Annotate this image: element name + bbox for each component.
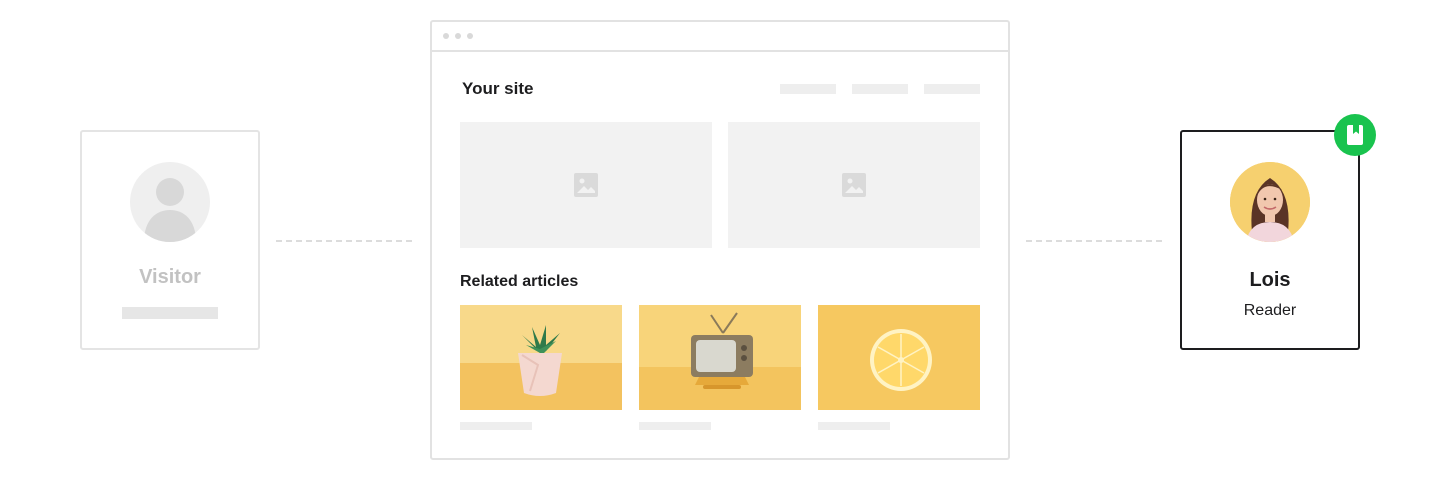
reader-avatar bbox=[1230, 162, 1310, 242]
hero-image-placeholder[interactable] bbox=[728, 122, 980, 248]
window-dot bbox=[455, 33, 461, 39]
site-title: Your site bbox=[462, 79, 534, 98]
subscriber-badge bbox=[1334, 114, 1376, 156]
nav-item-placeholder[interactable] bbox=[852, 84, 908, 94]
browser-title-bar bbox=[432, 22, 1008, 52]
woman-portrait-icon bbox=[1230, 162, 1310, 242]
related-articles-heading: Related articles bbox=[460, 273, 579, 290]
article-thumbnail-plant[interactable] bbox=[460, 305, 622, 410]
visitor-role-placeholder bbox=[122, 307, 218, 319]
reader-name: Lois bbox=[1249, 269, 1291, 291]
succulent-plant-icon bbox=[460, 305, 622, 410]
browser-window: Your site Related articles bbox=[430, 20, 1010, 460]
image-icon bbox=[574, 173, 598, 197]
visitor-card: Visitor bbox=[80, 130, 260, 350]
nav-item-placeholder[interactable] bbox=[780, 84, 836, 94]
window-dot bbox=[467, 33, 473, 39]
connector-left bbox=[276, 240, 412, 242]
article-title-placeholder bbox=[460, 422, 532, 430]
visitor-avatar bbox=[130, 162, 210, 242]
image-icon bbox=[842, 173, 866, 197]
retro-tv-icon bbox=[639, 305, 801, 410]
reader-card: Lois Reader bbox=[1180, 130, 1360, 350]
lemon-slice-icon bbox=[818, 305, 980, 410]
article-thumbnail-lemon[interactable] bbox=[818, 305, 980, 410]
visitor-name: Visitor bbox=[139, 266, 201, 288]
nav-item-placeholder[interactable] bbox=[924, 84, 980, 94]
reader-role: Reader bbox=[1243, 302, 1297, 319]
person-silhouette-icon bbox=[144, 178, 196, 242]
bookmark-icon bbox=[1347, 125, 1363, 145]
article-title-placeholder bbox=[639, 422, 711, 430]
window-dot bbox=[443, 33, 449, 39]
article-thumbnail-tv[interactable] bbox=[639, 305, 801, 410]
connector-right bbox=[1026, 240, 1162, 242]
article-title-placeholder bbox=[818, 422, 890, 430]
hero-image-placeholder[interactable] bbox=[460, 122, 712, 248]
